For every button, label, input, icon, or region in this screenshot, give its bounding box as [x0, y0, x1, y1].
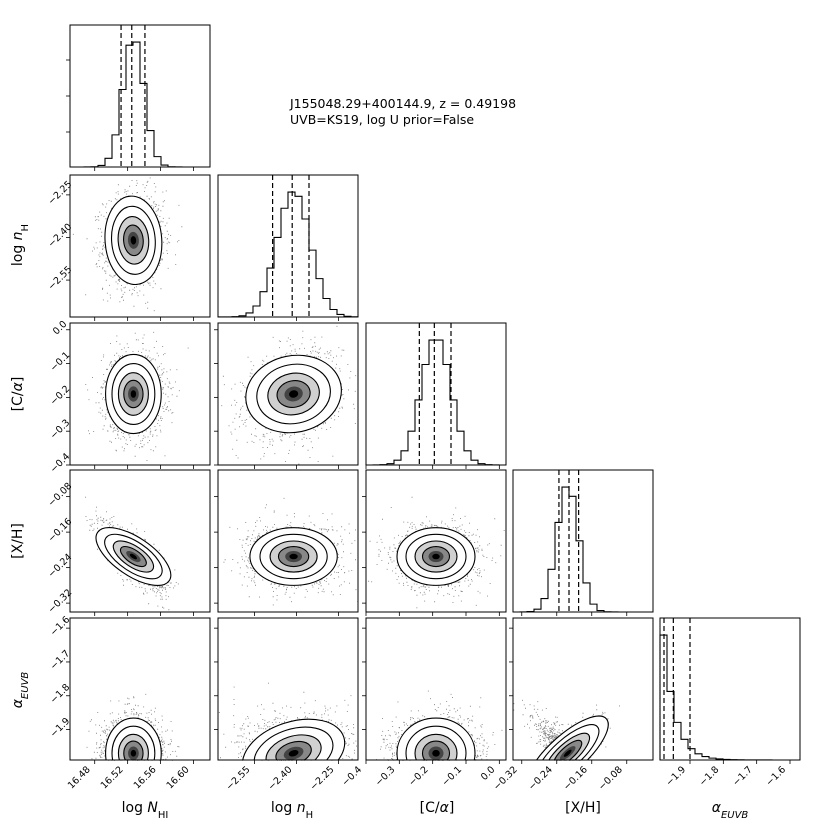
xtick-label-lognH-2: −2.25: [308, 764, 336, 792]
xtick-label-logNHI-0: 16.48: [66, 764, 93, 791]
panel-frame: [512, 469, 654, 613]
density-level-5: [288, 749, 299, 757]
density-lognH-XH: [249, 527, 338, 586]
panels-layer: −2.55−2.40−2.25−0.4−0.3−0.2−0.10.0−0.32−…: [10, 24, 801, 821]
xtick-label-alphaEUVB-3: −1.6: [764, 764, 788, 788]
xtick-label-logNHI-3: 16.60: [165, 764, 192, 791]
panel-alphaEUVB-vs-lognH: −2.55 −2.40 −2.25: [214, 617, 359, 793]
xtick-label-CalphaFe-2: −0.2: [407, 764, 431, 788]
ytick-label-CalphaFe-3: −0.1: [48, 350, 72, 374]
ytick-label-CalphaFe-0: −0.4: [48, 451, 72, 475]
xaxis-label-CalphaFe: [C/α]: [420, 800, 455, 816]
panel-logNHI-vs-logNHI: [66, 24, 211, 171]
xtick-label-lognH-0: −2.55: [224, 764, 252, 792]
density-level-5: [432, 553, 440, 560]
xtick-label-XH-0: −0.32: [491, 764, 519, 792]
scatter-points-logNHI-CalphaFe: [85, 331, 189, 461]
panel-XH-vs-CalphaFe: [362, 469, 507, 616]
density-logNHI-XH: [95, 527, 172, 586]
xtick-label-alphaEUVB-2: −1.7: [731, 764, 755, 788]
panel-frame: [217, 322, 359, 466]
panel-alphaEUVB-vs-XH: −0.32−0.24−0.16−0.08: [491, 617, 654, 793]
panel-frame: [69, 617, 211, 761]
panel-frame: [217, 469, 359, 613]
xtick-label-lognH-1: −2.40: [266, 764, 294, 792]
xaxis-label-lognH: log nH: [271, 800, 313, 821]
panel-XH-vs-XH: [512, 469, 654, 616]
histogram-XH: [512, 486, 653, 613]
title-line-2: UVB=KS19, log U prior=False: [290, 112, 474, 127]
panel-frame: [365, 469, 507, 613]
xtick-label-XH-3: −0.08: [596, 764, 624, 792]
histogram-lognH: [217, 191, 359, 318]
histogram-alphaEUVB: [659, 634, 801, 761]
panel-alphaEUVB-vs-alphaEUVB: −1.9 −1.8 −1.7 −1.6: [659, 617, 801, 788]
histogram-CalphaFe: [365, 339, 507, 466]
panel-frame: [659, 617, 801, 761]
density-level-5: [289, 553, 298, 560]
panel-CalphaFe-vs-lognH: [214, 322, 359, 469]
panel-XH-vs-logNHI: −0.32−0.24−0.16−0.08: [46, 469, 211, 616]
panel-frame: [69, 469, 211, 613]
yaxis-label-XH: [X/H]: [10, 523, 26, 559]
ytick-label-alphaEUVB-2: −1.7: [48, 648, 72, 672]
panel-frame: [365, 617, 507, 761]
xaxis-label-logNHI: log NHI: [122, 800, 169, 821]
xtick-label-logNHI-2: 16.56: [132, 764, 159, 791]
xtick-label-CalphaFe-0: −0.4: [340, 764, 364, 788]
panel-frame: [217, 617, 359, 761]
histogram-logNHI: [70, 41, 210, 168]
xtick-label-alphaEUVB-0: −1.9: [664, 764, 688, 788]
xtick-label-logNHI-1: 16.52: [99, 764, 126, 791]
yaxis-label-CalphaFe: [C/α]: [10, 377, 26, 412]
ytick-label-CalphaFe-4: 0.0: [51, 319, 69, 337]
panel-frame: [69, 24, 211, 168]
panel-alphaEUVB-vs-CalphaFe: −0.4 −0.3 −0.2 −0.1 0.0: [340, 617, 507, 788]
panel-frame: [365, 322, 507, 466]
density-level-5: [289, 390, 299, 398]
density-CalphaFe-XH: [396, 527, 476, 586]
xtick-label-CalphaFe-1: −0.3: [373, 764, 397, 788]
panel-XH-vs-lognH: [214, 469, 359, 616]
xtick-label-XH-1: −0.24: [526, 764, 554, 792]
title-line-1: J155048.29+400144.9, z = 0.49198: [289, 96, 516, 111]
density-level-5: [563, 749, 572, 757]
panel-lognH-vs-lognH: [217, 174, 359, 321]
density-logNHI-CalphaFe: [105, 353, 162, 435]
panel-CalphaFe-vs-CalphaFe: [365, 322, 507, 469]
xaxis-label-alphaEUVB: αEUVB: [712, 800, 749, 821]
panel-CalphaFe-vs-logNHI: −0.4 −0.3 −0.2 −0.1 0.0: [48, 319, 211, 475]
xtick-label-CalphaFe-3: −0.1: [440, 764, 464, 788]
ytick-label-CalphaFe-1: −0.3: [48, 417, 72, 441]
panel-lognH-vs-logNHI: −2.55−2.40−2.25: [46, 174, 211, 321]
ytick-label-CalphaFe-2: −0.2: [48, 384, 72, 408]
density-lognH-CalphaFe: [245, 354, 342, 434]
panel-frame: [512, 617, 654, 761]
xtick-label-CalphaFe-4: 0.0: [479, 764, 497, 782]
panel-frame: [217, 174, 359, 318]
yaxis-label-lognH: log nH: [10, 224, 31, 266]
yaxis-label-alphaEUVB: αEUVB: [10, 672, 31, 709]
density-level-5: [130, 236, 137, 245]
panel-frame: [69, 174, 211, 318]
density-level-5: [129, 553, 138, 560]
density-logNHI-alphaEUVB: [105, 717, 162, 760]
xaxis-label-XH: [X/H]: [565, 800, 601, 816]
xtick-label-XH-2: −0.16: [561, 764, 589, 792]
density-level-5: [130, 749, 137, 757]
density-lognH-alphaEUVB: [241, 718, 346, 760]
density-level-5: [432, 749, 440, 757]
panel-frame: [69, 322, 211, 466]
ytick-label-alphaEUVB-0: −1.9: [48, 716, 72, 740]
ytick-label-alphaEUVB-3: −1.6: [48, 614, 72, 638]
xtick-label-alphaEUVB-1: −1.8: [697, 764, 721, 788]
density-CalphaFe-alphaEUVB: [396, 717, 476, 760]
density-level-5: [130, 390, 137, 398]
ytick-label-alphaEUVB-1: −1.8: [48, 682, 72, 706]
density-logNHI-lognH: [104, 195, 163, 286]
